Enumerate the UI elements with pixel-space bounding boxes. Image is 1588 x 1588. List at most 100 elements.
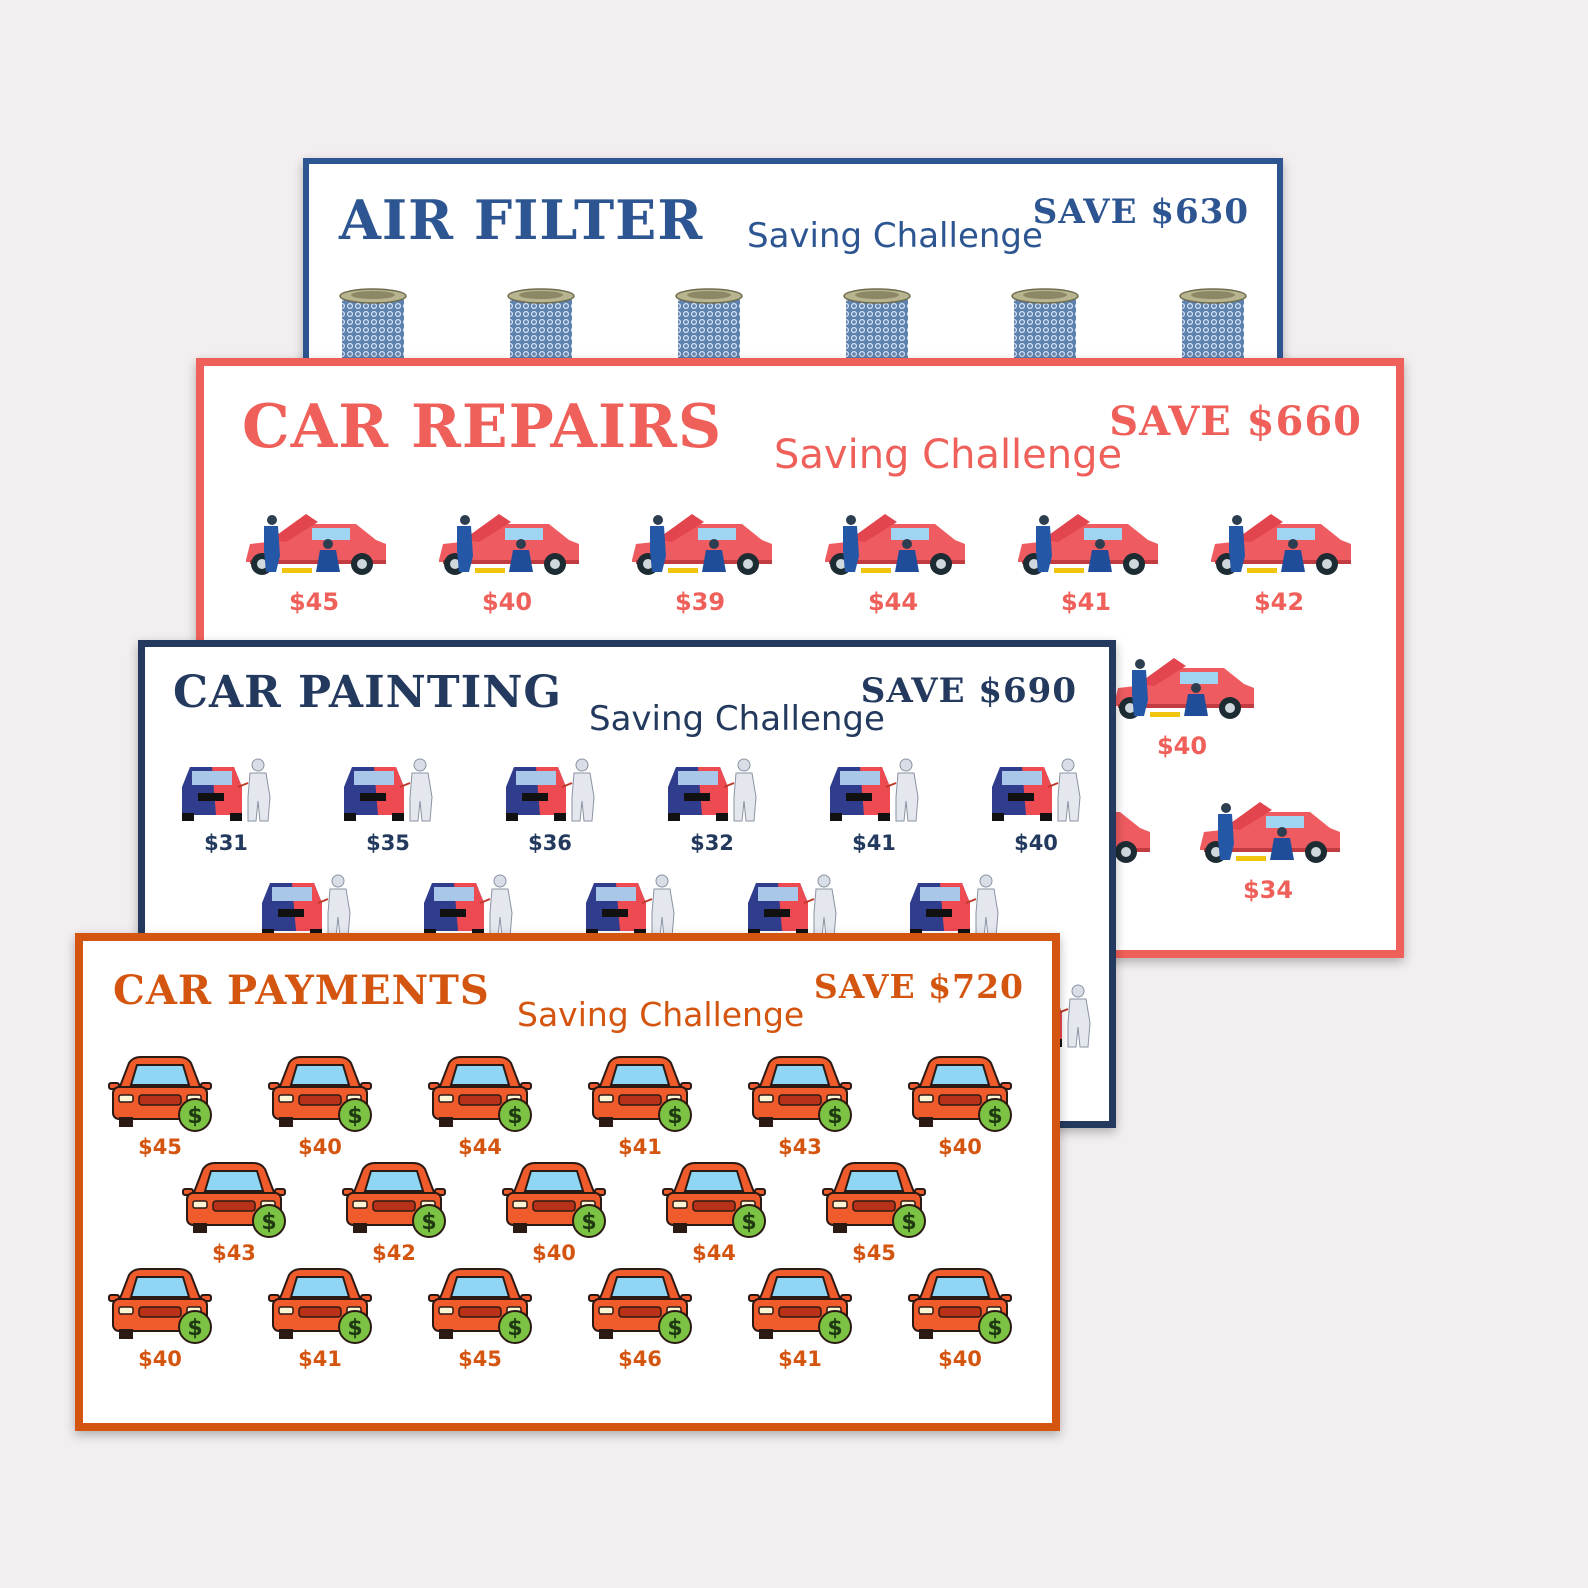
payment-slot: $$45 — [425, 1265, 535, 1371]
svg-text:$: $ — [827, 1316, 842, 1341]
saving-amount: $36 — [528, 831, 572, 855]
repair-slot: $42 — [1201, 514, 1357, 616]
car-dollar-icon: $ — [585, 1265, 695, 1345]
saving-amount: $40 — [1156, 732, 1208, 760]
payment-slot: $$41 — [745, 1265, 855, 1371]
svg-text:$: $ — [581, 1210, 596, 1235]
saving-amount: $44 — [458, 1135, 502, 1159]
saving-amount: $45 — [288, 588, 340, 616]
saving-amount: $40 — [938, 1347, 982, 1371]
air-filter-icon — [669, 286, 749, 366]
car-painting-title: CAR PAINTING — [173, 667, 562, 718]
saving-amount: $40 — [138, 1347, 182, 1371]
saving-amount: $31 — [204, 831, 248, 855]
painting-slot: $32 — [657, 757, 767, 855]
air-filter-slot — [333, 286, 413, 366]
car-repair-icon — [1104, 658, 1260, 722]
car-painting-icon — [495, 757, 605, 823]
air-filter-slot — [1005, 286, 1085, 366]
car-dollar-icon: $ — [659, 1159, 769, 1239]
payment-slot: $$44 — [659, 1159, 769, 1265]
air-filter-slot — [501, 286, 581, 366]
car-dollar-icon: $ — [265, 1053, 375, 1133]
car-dollar-icon: $ — [905, 1265, 1015, 1345]
payment-slot: $$40 — [105, 1265, 215, 1371]
saving-amount: $44 — [692, 1241, 736, 1265]
car-repairs-subtitle: Saving Challenge — [774, 432, 1123, 478]
repair-slot: $40 — [429, 514, 585, 616]
saving-amount: $42 — [372, 1241, 416, 1265]
saving-amount: $41 — [852, 831, 896, 855]
saving-amount: $39 — [674, 588, 726, 616]
payment-slot: $$46 — [585, 1265, 695, 1371]
car-painting-icon — [575, 873, 685, 939]
saving-amount: $34 — [1242, 876, 1294, 904]
saving-amount: $45 — [138, 1135, 182, 1159]
payment-slot: $$40 — [905, 1053, 1015, 1159]
car-painting-icon — [657, 757, 767, 823]
painting-slot — [899, 873, 1009, 939]
saving-amount: $40 — [1014, 831, 1058, 855]
car-painting-subtitle: Saving Challenge — [589, 699, 885, 739]
car-payments-challenge-card: CAR PAYMENTS Saving Challenge SAVE $720 … — [75, 933, 1060, 1431]
air-filter-icon — [333, 286, 413, 366]
svg-text:$: $ — [901, 1210, 916, 1235]
car-painting-icon — [899, 873, 1009, 939]
car-painting-icon — [413, 873, 523, 939]
car-payments-save-total: SAVE $720 — [813, 967, 1024, 1006]
svg-text:$: $ — [421, 1210, 436, 1235]
svg-text:$: $ — [347, 1104, 362, 1129]
car-dollar-icon: $ — [499, 1159, 609, 1239]
svg-text:$: $ — [507, 1104, 522, 1129]
svg-text:$: $ — [667, 1316, 682, 1341]
repair-slot: $41 — [1008, 514, 1164, 616]
painting-slot: $31 — [171, 757, 281, 855]
painting-slot — [575, 873, 685, 939]
saving-amount: $40 — [532, 1241, 576, 1265]
painting-slot: $41 — [819, 757, 929, 855]
car-payments-title: CAR PAYMENTS — [113, 967, 490, 1014]
svg-text:$: $ — [827, 1104, 842, 1129]
car-dollar-icon: $ — [585, 1053, 695, 1133]
payment-slot: $$45 — [105, 1053, 215, 1159]
payment-slot: $$45 — [819, 1159, 929, 1265]
svg-text:$: $ — [667, 1104, 682, 1129]
car-repair-icon — [1008, 514, 1164, 578]
payment-slot: $$43 — [745, 1053, 855, 1159]
painting-slot — [413, 873, 523, 939]
repair-slot: $39 — [622, 514, 778, 616]
saving-amount: $41 — [1060, 588, 1112, 616]
painting-slot — [737, 873, 847, 939]
car-dollar-icon: $ — [105, 1265, 215, 1345]
saving-amount: $43 — [212, 1241, 256, 1265]
air-filter-slot — [669, 286, 749, 366]
repair-slot: $45 — [236, 514, 392, 616]
air-filter-slot — [1173, 286, 1253, 366]
payment-slot: $$41 — [265, 1265, 375, 1371]
saving-amount: $43 — [778, 1135, 822, 1159]
car-dollar-icon: $ — [425, 1265, 535, 1345]
car-dollar-icon: $ — [105, 1053, 215, 1133]
saving-amount: $46 — [618, 1347, 662, 1371]
car-painting-save-total: SAVE $690 — [860, 671, 1077, 711]
payment-slot: $$42 — [339, 1159, 449, 1265]
saving-amount: $40 — [298, 1135, 342, 1159]
payment-slot: $$41 — [585, 1053, 695, 1159]
payment-slot: $$40 — [265, 1053, 375, 1159]
air-filter-icon — [501, 286, 581, 366]
car-repair-icon — [236, 514, 392, 578]
saving-amount: $35 — [366, 831, 410, 855]
car-painting-icon — [333, 757, 443, 823]
car-repair-icon — [622, 514, 778, 578]
car-dollar-icon: $ — [179, 1159, 289, 1239]
repair-slot: $34 — [1190, 802, 1346, 904]
car-dollar-icon: $ — [819, 1159, 929, 1239]
air-filter-icon — [1005, 286, 1085, 366]
car-dollar-icon: $ — [905, 1053, 1015, 1133]
svg-text:$: $ — [347, 1316, 362, 1341]
svg-text:$: $ — [507, 1316, 522, 1341]
car-repair-icon — [1190, 802, 1346, 866]
svg-text:$: $ — [987, 1104, 1002, 1129]
air-filter-title: AIR FILTER — [339, 188, 704, 252]
car-repairs-title: CAR REPAIRS — [242, 392, 723, 462]
